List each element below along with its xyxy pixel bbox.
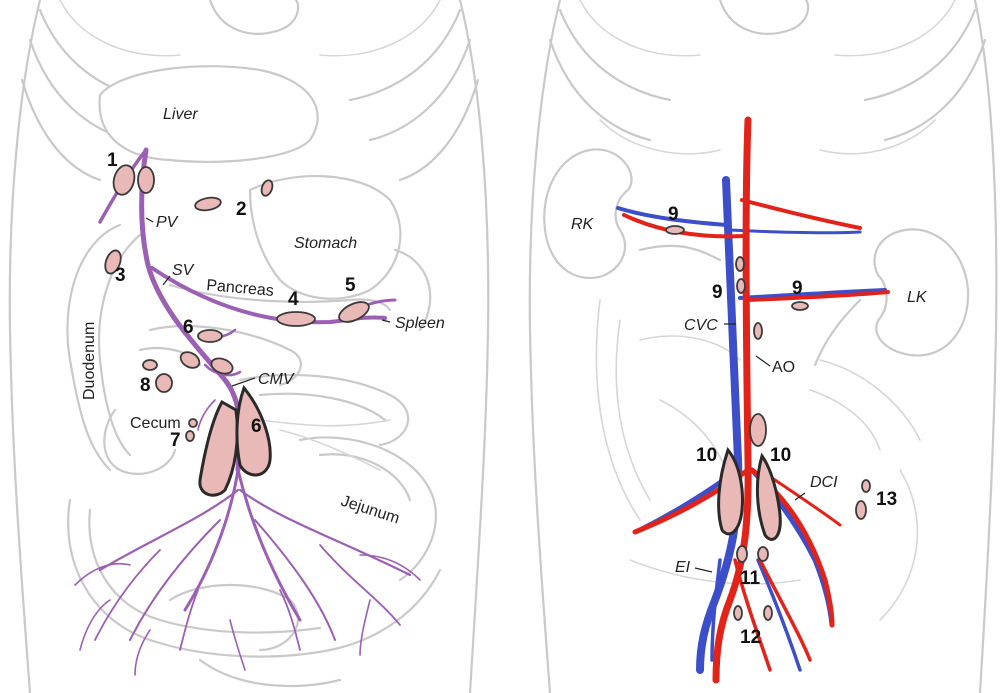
left-body-outline (8, 0, 42, 693)
lymph-node-9-mid (736, 278, 746, 294)
left-panel: Liver Stomach Pancreas Spleen Duodenum C… (8, 0, 490, 693)
rk-label: RK (571, 216, 595, 233)
left-lymph-nodes (104, 164, 370, 497)
lymph-node-10-left (717, 446, 744, 536)
lymph-node-12-right (763, 605, 773, 621)
lymph-node-13-lower (855, 500, 867, 520)
pancreas-label: Pancreas (206, 277, 275, 300)
left-leader-lines (145, 217, 391, 387)
lymph-node-11-right (757, 546, 769, 562)
lymph-node-6a (197, 329, 223, 343)
lymph-node-9-left-kidney (791, 301, 809, 311)
lymph-node-cvc (753, 322, 763, 340)
left-body-outline-right (458, 0, 490, 693)
liver-shape (98, 65, 319, 163)
node-number-8: 8 (140, 375, 151, 396)
pv-label: PV (156, 214, 179, 231)
node-number-2: 2 (236, 199, 247, 220)
right-ribs (548, 0, 987, 155)
right-body-outline (528, 0, 562, 693)
lymph-node-10-right (755, 452, 782, 541)
lymph-node-3 (104, 249, 122, 275)
right-leader-lines (694, 323, 806, 573)
stomach-shape (248, 174, 402, 300)
node-number-11: 11 (740, 568, 761, 589)
right-panel: RK LK CVC AO DCI EI 9 9 9 10 10 11 12 13 (528, 0, 998, 693)
left-kidney-shape (873, 228, 970, 357)
lymph-node-6-large-left (198, 399, 239, 497)
lymph-node-11-left (736, 545, 748, 563)
node-number-10-left: 10 (696, 445, 717, 466)
lymph-node-6-large-right (235, 385, 272, 477)
intestine-loops (67, 325, 442, 688)
lymph-node-5 (338, 301, 370, 323)
dci-label: DCI (810, 474, 838, 491)
right-kidney-shape (543, 148, 633, 280)
node-number-6-lower: 6 (251, 416, 262, 437)
lymph-node-7b (185, 430, 195, 442)
jejunum-label: Jejunum (339, 493, 402, 528)
lymph-node-8b (155, 373, 173, 393)
node-number-6-upper: 6 (183, 317, 194, 338)
ao-label: AO (772, 359, 795, 376)
lymph-node-12-left (733, 605, 743, 621)
lymph-node-4 (276, 311, 316, 327)
spleen-shape (393, 248, 432, 332)
lymph-node-6c (210, 357, 234, 375)
node-number-12: 12 (740, 627, 761, 648)
lymph-node-13-upper (861, 479, 871, 493)
cvc-label: CVC (684, 317, 718, 334)
node-number-3: 3 (115, 265, 126, 286)
lymph-node-9-upper (735, 256, 745, 272)
lymph-node-6b (179, 351, 201, 369)
node-number-10-right: 10 (770, 445, 791, 466)
lymph-node-2a (194, 196, 222, 212)
sv-label: SV (172, 262, 195, 279)
node-number-13: 13 (876, 489, 897, 510)
left-ribs (20, 0, 480, 182)
stomach-label: Stomach (294, 235, 357, 252)
right-lymph-nodes (665, 225, 871, 621)
lymph-node-9-right-kidney (665, 225, 685, 235)
lymph-node-8a (142, 359, 158, 371)
lymph-node-2b (260, 179, 274, 197)
lymph-node-10-upper (749, 413, 767, 447)
lymph-node-1a (112, 164, 136, 196)
node-number-9-center: 9 (712, 282, 723, 303)
node-number-9-right-kidney: 9 (668, 204, 679, 225)
ei-label: EI (675, 559, 691, 576)
cmv-label: CMV (258, 371, 295, 388)
lymph-node-1b (137, 166, 155, 194)
duodenum-label: Duodenum (81, 322, 98, 400)
lk-label: LK (907, 289, 928, 306)
cecum-shape (103, 408, 177, 475)
duodenum-shape (66, 223, 122, 472)
node-number-7: 7 (170, 430, 181, 451)
node-number-9-left-kidney: 9 (792, 278, 803, 299)
aorta-system (622, 116, 890, 684)
node-number-5: 5 (345, 275, 356, 296)
liver-label: Liver (163, 106, 198, 123)
lymph-node-7a (188, 418, 198, 428)
node-number-4: 4 (288, 289, 299, 310)
node-number-1: 1 (107, 150, 118, 171)
cecum-label: Cecum (130, 415, 181, 432)
right-body-outline-right (973, 0, 998, 693)
spleen-label: Spleen (395, 315, 445, 332)
